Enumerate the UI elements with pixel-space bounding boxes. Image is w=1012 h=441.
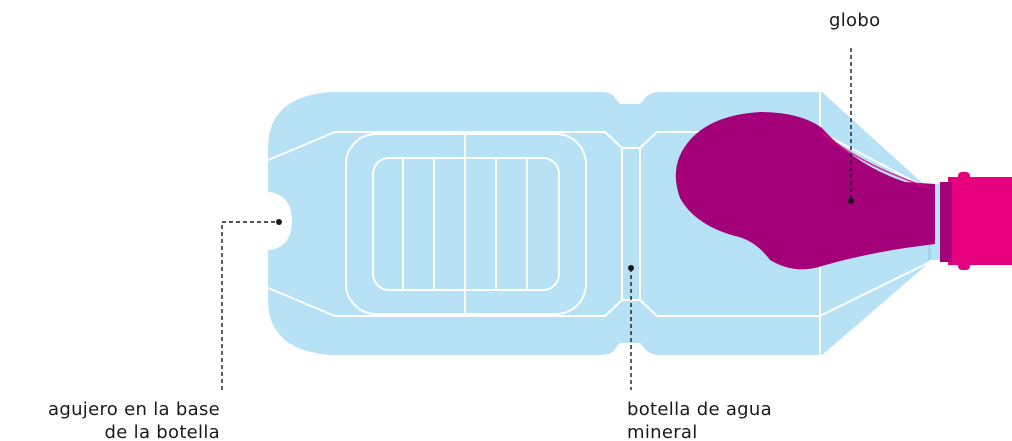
hole-leader-dot <box>276 219 282 225</box>
bottle-label-line-2: mineral <box>627 422 698 441</box>
base-hole-label: agujero en la base de la botella <box>8 398 220 441</box>
bottle-ridges <box>267 92 931 355</box>
base-hole-label-line-1: agujero en la base <box>48 399 220 420</box>
hole-leader-line <box>221 221 279 390</box>
balloon-shape <box>675 112 935 270</box>
balloon-label: globo <box>829 9 880 32</box>
bottle-cap <box>948 177 1012 265</box>
balloon-label-text: globo <box>829 10 881 31</box>
bottle-leader-dot <box>628 265 634 271</box>
bottle-label: botella de agua mineral <box>627 398 772 441</box>
balloon-leader-dot <box>848 198 854 204</box>
bottle-label-line-1: botella de agua <box>627 399 772 420</box>
base-hole-label-line-2: de la botella <box>104 422 220 441</box>
